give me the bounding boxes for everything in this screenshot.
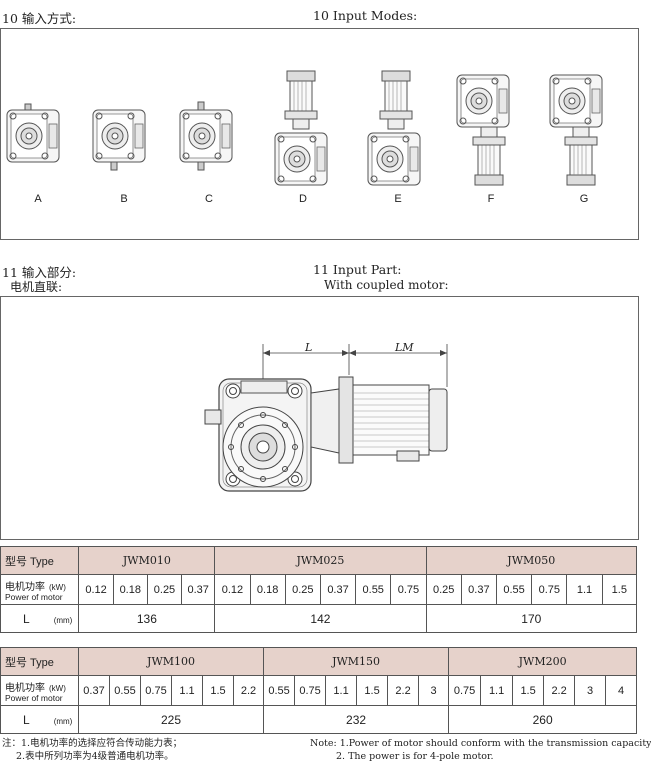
mode-label-d: D bbox=[299, 193, 307, 205]
model-jwm050: JWM050 bbox=[425, 546, 638, 575]
power-cell: 0.55 bbox=[495, 574, 533, 605]
power-cell: 0.18 bbox=[112, 574, 148, 605]
power-cell: 0.75 bbox=[294, 675, 327, 706]
mode-label-c: C bbox=[205, 193, 213, 205]
section11-subtitle-en: With coupled motor: bbox=[324, 278, 449, 292]
l-value-jwm150: 232 bbox=[263, 705, 450, 734]
model-jwm025: JWM025 bbox=[214, 546, 427, 575]
coupled-motor-drawing bbox=[204, 344, 448, 492]
dim-lm-label: LM bbox=[395, 341, 414, 354]
model-jwm100: JWM100 bbox=[77, 647, 265, 676]
power-cell: 0.25 bbox=[146, 574, 183, 605]
note-cn-2: 2.表中所列功率为4级普通电机功率。 bbox=[16, 751, 174, 762]
l-label: L(mm) bbox=[0, 705, 79, 734]
power-cell: 0.25 bbox=[284, 574, 321, 605]
input-modes-panel: A B C D E F G bbox=[0, 28, 639, 240]
mode-label-a: A bbox=[34, 193, 42, 205]
type-label: 型号 Type bbox=[0, 647, 79, 676]
power-cell: 0.18 bbox=[249, 574, 286, 605]
power-cell: 0.75 bbox=[531, 574, 568, 605]
notes-en: Note: 1.Power of motor should conform wi… bbox=[310, 737, 651, 763]
mode-label-b: B bbox=[120, 193, 128, 205]
note-en-1: Note: 1.Power of motor should conform wi… bbox=[310, 738, 651, 749]
power-label: 电机功率(kW) Power of motor bbox=[0, 675, 79, 706]
l-label: L(mm) bbox=[0, 604, 80, 633]
power-cell: 0.75 bbox=[448, 675, 482, 706]
power-cell: 0.75 bbox=[140, 675, 172, 706]
power-cell: 1.5 bbox=[512, 675, 545, 706]
power-cell: 0.75 bbox=[390, 574, 427, 605]
coupled-motor-panel: L LM bbox=[0, 296, 639, 540]
power-cell: 0.12 bbox=[214, 574, 251, 605]
mode-label-g: G bbox=[579, 193, 589, 205]
l-value-jwm050: 170 bbox=[425, 604, 638, 633]
power-cell: 2.2 bbox=[232, 675, 265, 706]
note-cn-1: 注：1.电机功率的选择应符合传动能力表； bbox=[2, 738, 183, 749]
power-cell: 1.5 bbox=[202, 675, 234, 706]
section11-title-en: 11 Input Part: bbox=[313, 262, 402, 277]
power-cell: 3 bbox=[418, 675, 450, 706]
section10-title-cn: 10 输入方式: bbox=[2, 11, 77, 26]
power-cell: 4 bbox=[605, 675, 638, 706]
model-jwm150: JWM150 bbox=[263, 647, 450, 676]
power-cell: 0.12 bbox=[78, 574, 114, 605]
section11-subtitle-cn: 电机直联: bbox=[10, 280, 63, 294]
power-cell: 1.1 bbox=[480, 675, 514, 706]
power-cell: 0.37 bbox=[319, 574, 357, 605]
l-value-jwm010: 136 bbox=[78, 604, 216, 633]
power-cell: 1.5 bbox=[356, 675, 389, 706]
power-label: 电机功率(kW) Power of motor bbox=[0, 574, 80, 605]
power-cell: 2.2 bbox=[543, 675, 576, 706]
power-cell: 0.37 bbox=[181, 574, 216, 605]
power-cell: 1.1 bbox=[566, 574, 603, 605]
power-cell: 0.37 bbox=[460, 574, 497, 605]
power-cell: 1.1 bbox=[171, 675, 203, 706]
model-jwm010: JWM010 bbox=[78, 546, 216, 575]
type-label: 型号 Type bbox=[0, 546, 80, 575]
power-cell: 3 bbox=[574, 675, 607, 706]
power-cell: 1.1 bbox=[325, 675, 358, 706]
power-cell: 0.55 bbox=[263, 675, 296, 706]
section10-title-en: 10 Input Modes: bbox=[313, 8, 418, 23]
notes-cn: 注：1.电机功率的选择应符合传动能力表； 2.表中所列功率为4级普通电机功率。 bbox=[2, 737, 182, 763]
model-jwm200: JWM200 bbox=[448, 647, 638, 676]
power-cell: 0.25 bbox=[425, 574, 462, 605]
mode-label-f: F bbox=[487, 193, 495, 205]
power-cell: 1.5 bbox=[601, 574, 638, 605]
dim-l-label: L bbox=[305, 341, 313, 354]
l-value-jwm200: 260 bbox=[448, 705, 638, 734]
input-modes-drawing bbox=[6, 70, 603, 186]
spec-table-2: 型号 Type JWM100 JWM150 JWM200 电机功率(kW) Po… bbox=[0, 647, 638, 734]
power-cell: 0.55 bbox=[109, 675, 141, 706]
l-value-jwm025: 142 bbox=[214, 604, 427, 633]
spec-table-1: 型号 Type JWM010 JWM025 JWM050 电机功率(kW) Po… bbox=[0, 546, 638, 633]
section11-title-cn: 11 输入部分: bbox=[2, 265, 77, 280]
note-en-2: 2. The power is for 4-pole motor. bbox=[336, 751, 494, 762]
power-cell: 0.55 bbox=[355, 574, 392, 605]
power-cell: 2.2 bbox=[387, 675, 420, 706]
l-value-jwm100: 225 bbox=[77, 705, 265, 734]
mode-label-e: E bbox=[394, 193, 402, 205]
power-cell: 0.37 bbox=[78, 675, 110, 706]
